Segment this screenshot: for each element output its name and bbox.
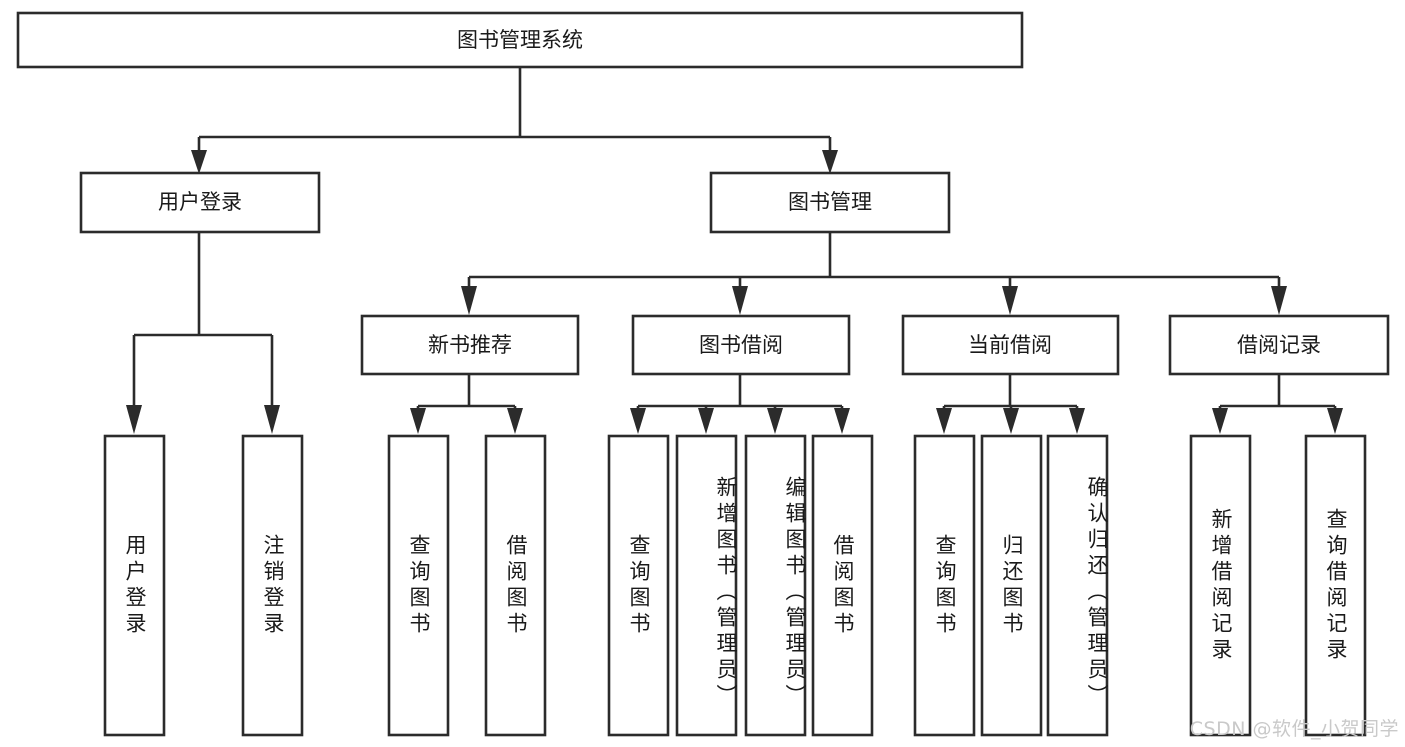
connector-currentborrow-to-leaves [936,374,1085,434]
node-book-borrow-label: 图书借阅 [699,333,783,357]
connector-newbook-to-leaves [410,374,523,434]
leaf-borrow-record-0[interactable] [1189,434,1252,737]
leaf-user-login-1[interactable] [241,434,304,737]
leaf-new-book-1[interactable] [484,434,547,737]
csdn-watermark: CSDN @软件_小贺同学 [1189,718,1399,740]
node-user-login[interactable]: 用户登录 [79,171,321,234]
node-user-login-label: 用户登录 [158,190,242,214]
node-borrow-record-label: 借阅记录 [1237,333,1321,357]
leaf-current-borrow-1[interactable] [980,434,1043,737]
leaf-new-book-0[interactable] [387,434,450,737]
node-new-book-recommend-label: 新书推荐 [428,333,512,357]
connector-userlogin-to-leaves [126,232,280,434]
leaf-book-borrow-3[interactable] [811,434,874,737]
node-borrow-record[interactable]: 借阅记录 [1168,314,1390,376]
leaf-current-borrow-0[interactable] [913,434,976,737]
leaf-current-borrow-2[interactable] [1046,434,1109,737]
connector-bookborrow-to-leaves [630,374,850,434]
node-root[interactable]: 图书管理系统 [16,11,1024,69]
node-root-label: 图书管理系统 [457,28,583,52]
connector-root-to-level2 [191,67,838,174]
node-new-book-recommend[interactable]: 新书推荐 [360,314,580,376]
node-book-management[interactable]: 图书管理 [709,171,951,234]
node-book-management-label: 图书管理 [788,190,872,214]
node-current-borrow[interactable]: 当前借阅 [901,314,1120,376]
leaf-book-borrow-0[interactable] [607,434,670,737]
leaf-borrow-record-1[interactable] [1304,434,1367,737]
connector-bookmgmt-to-level3 [461,232,1287,315]
node-current-borrow-label: 当前借阅 [968,333,1052,357]
leaf-book-borrow-2[interactable] [744,434,807,737]
leaf-book-borrow-1[interactable] [675,434,738,737]
leaf-user-login-0[interactable] [103,434,166,737]
node-book-borrow[interactable]: 图书借阅 [631,314,851,376]
connector-borrowrecord-to-leaves [1212,374,1343,434]
